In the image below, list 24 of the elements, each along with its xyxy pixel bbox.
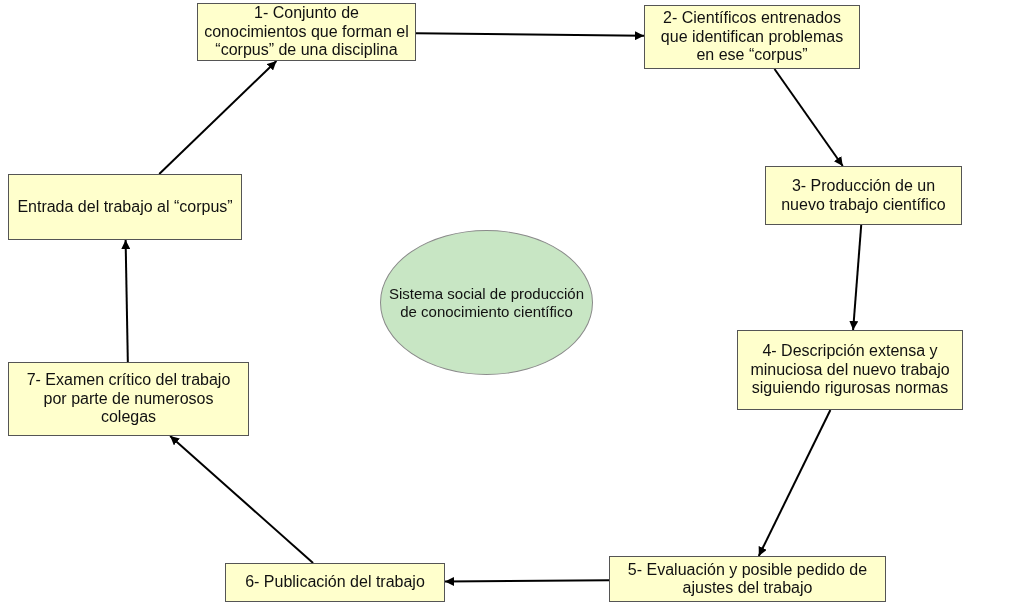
- node-text: 2- Científicos entrenados que identifican problemas en ese “corpus”: [659, 9, 845, 65]
- node-text: 5- Evaluación y posible pedido de ajustes del trabajo: [626, 560, 869, 598]
- process-box: [8, 174, 242, 240]
- arrow: [444, 577, 610, 586]
- node-text: 4- Descripción extensa y minuciosa del nuevo trabajo siguiendo rigurosas normas: [749, 342, 951, 398]
- arrow: [415, 31, 645, 41]
- arrow: [169, 435, 315, 564]
- node-text: 6- Publicación del trabajo: [245, 573, 425, 592]
- arrow: [773, 68, 844, 167]
- node-text: 7- Examen crítico del trabajo por parte de numerosos colegas: [25, 371, 232, 427]
- node-text: 1- Conjunto de conocimientos que forman el “corpus” de una disciplina: [204, 4, 409, 60]
- arrow: [158, 60, 278, 175]
- process-box: [8, 362, 249, 436]
- process-box: [644, 5, 860, 69]
- process-box: [225, 563, 445, 602]
- arrow: [849, 224, 863, 331]
- arrow: [121, 239, 131, 363]
- process-box: [765, 166, 962, 225]
- arrow: [757, 409, 832, 557]
- node-text: 3- Producción de un nuevo trabajo científico: [780, 177, 947, 214]
- process-box: [737, 330, 963, 410]
- node-text: Sistema social de producción de conocimiento científico: [387, 285, 586, 320]
- process-box: [609, 556, 886, 602]
- node-text: Entrada del trabajo al “corpus”: [17, 197, 233, 217]
